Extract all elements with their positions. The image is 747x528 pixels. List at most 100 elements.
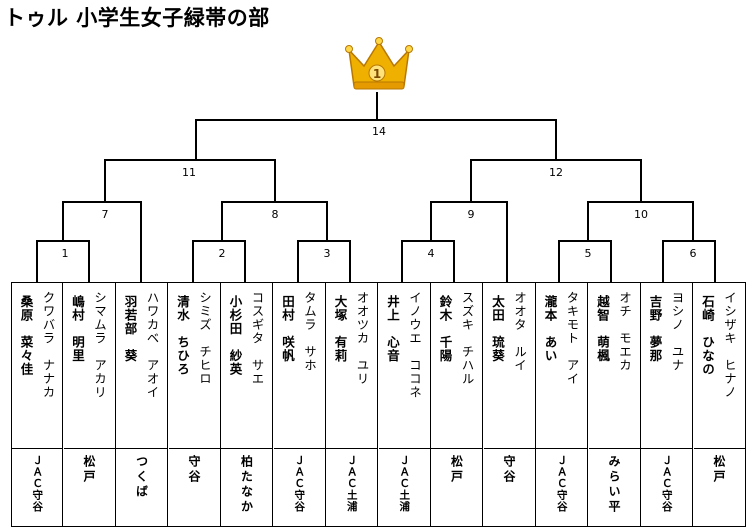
player-dojo: 守谷 [502, 455, 516, 485]
match-number: 11 [182, 166, 196, 179]
bracket-match-line [62, 201, 142, 283]
player-dojo: ＪＡＣ土浦 [398, 455, 411, 513]
player-name-kana: シミズ チヒロ [197, 291, 212, 386]
player-name-kanji: 太田 琉葵 [490, 295, 505, 363]
match-number: 10 [634, 208, 648, 221]
match-number: 7 [102, 208, 109, 221]
cell-divider [116, 448, 167, 449]
player-cell: イノウエ ココネ井上 心音 ＪＡＣ土浦 [378, 283, 431, 526]
player-dojo: 松戸 [449, 455, 464, 485]
bracket-match-line [558, 240, 612, 283]
player-name-kana: ハワカベ アオイ [144, 291, 160, 399]
cell-divider [12, 448, 62, 449]
cell-divider [326, 448, 377, 449]
player-cell: タムラ サホ田村 咲帆 ＪＡＣ守谷 [273, 283, 326, 526]
cell-divider [431, 448, 482, 449]
player-dojo: 松戸 [82, 455, 96, 485]
player-cell: タキモト アイ瀧本 あい ＪＡＣ守谷 [536, 283, 588, 526]
player-dojo: ＪＡＣ守谷 [293, 455, 306, 513]
bracket-match-line [192, 240, 246, 283]
player-dojo: 守谷 [187, 455, 201, 485]
player-name-kanji: 羽若部 葵 [122, 295, 138, 363]
player-name-kanji: 鈴木 千陽 [437, 295, 453, 363]
crown-jewel-center [375, 37, 383, 45]
player-cell: オオツカ ユリ大塚 有莉 ＪＡＣ土浦 [326, 283, 378, 526]
player-name-kana: オチ モエカ [617, 291, 632, 372]
player-cell: イシザキ ヒナノ石崎 ひなの松戸 [693, 283, 746, 526]
player-dojo: 柏たなか [239, 455, 254, 515]
player-cell: ヨシノ ユナ吉野 夢那 ＪＡＣ守谷 [641, 283, 693, 526]
bracket-match-line [297, 240, 351, 283]
champion-crown-icon: 1 [345, 37, 413, 90]
player-name-kana: タムラ サホ [302, 291, 317, 372]
page-title: トゥル 小学生女子緑帯の部 [4, 6, 270, 30]
player-dojo: ＪＡＣ守谷 [31, 455, 44, 513]
match-number: 4 [428, 247, 435, 260]
match-number: 14 [372, 125, 386, 138]
player-dojo: ＪＡＣ守谷 [660, 455, 673, 513]
player-name-kanji: 桑原 菜々佳 [18, 295, 34, 376]
player-name-kana: コスギタ サエ [249, 291, 265, 386]
match-number: 8 [272, 208, 279, 221]
match-number: 3 [324, 247, 331, 260]
cell-divider [221, 448, 272, 449]
player-name-kana: スズキ チハル [459, 291, 475, 386]
bracket-match-line [662, 240, 716, 283]
player-cell: スズキ チハル鈴木 千陽松戸 [431, 283, 483, 526]
player-name-kanji: 清水 ちひろ [175, 295, 190, 376]
player-dojo: 松戸 [712, 455, 726, 485]
player-name-kana: タキモト アイ [564, 291, 580, 386]
player-dojo: ＪＡＣ守谷 [555, 455, 568, 513]
player-name-kana: シマムラ アカリ [92, 291, 107, 399]
player-name-kanji: 嶋村 明里 [70, 295, 85, 363]
player-dojo: ＪＡＣ土浦 [345, 455, 358, 513]
match-number: 6 [690, 247, 697, 260]
crown-band [353, 81, 405, 90]
player-name-kanji: 大塚 有莉 [332, 295, 348, 363]
match-number: 1 [62, 247, 69, 260]
match-number: 12 [549, 166, 563, 179]
bracket-lines [36, 92, 716, 283]
cell-divider [641, 448, 692, 449]
player-name-kanji: 井上 心音 [385, 295, 400, 363]
player-name-kana: イノウエ ココネ [407, 291, 422, 399]
player-cell: ハワカベ アオイ羽若部 葵つくば [116, 283, 168, 526]
player-name-kanji: 吉野 夢那 [647, 295, 663, 363]
champion-rank: 1 [373, 67, 381, 81]
player-name-kanji: 越智 萌楓 [595, 295, 610, 363]
player-name-kana: ヨシノ ユナ [669, 291, 685, 372]
match-number: 2 [219, 247, 226, 260]
player-dojo: みらい平 [607, 455, 621, 515]
crown-jewel-right [405, 45, 413, 53]
player-cell: コスギタ サエ小杉田 紗英柏たなか [221, 283, 273, 526]
player-name-kana: オオツカ ユリ [354, 291, 370, 386]
player-name-kanji: 石崎 ひなの [700, 295, 715, 376]
player-cell: シマムラ アカリ嶋村 明里松戸 [63, 283, 116, 526]
cell-divider [168, 448, 220, 449]
bracket-match-line [430, 201, 508, 283]
player-name-kanji: 瀧本 あい [542, 295, 558, 363]
match-number: 9 [468, 208, 475, 221]
cell-divider [693, 448, 745, 449]
bracket-semifinal-line [104, 159, 276, 202]
crown-medal [368, 64, 386, 82]
player-cell: オオタ ルイ太田 琉葵守谷 [483, 283, 536, 526]
player-name-kana: クワバラ ナナカ [40, 291, 56, 399]
player-name-kanji: 田村 咲帆 [280, 295, 295, 363]
player-name-kana: オオタ ルイ [512, 291, 527, 372]
bracket-match-line [401, 240, 455, 283]
crown-jewel-left [345, 45, 353, 53]
crown-body [347, 40, 411, 87]
cell-divider [273, 448, 325, 449]
cell-divider [63, 448, 115, 449]
player-cell: クワバラ ナナカ桑原 菜々佳 ＪＡＣ守谷 [11, 283, 63, 526]
cell-divider [588, 448, 640, 449]
cell-divider [378, 448, 430, 449]
player-cell: シミズ チヒロ清水 ちひろ守谷 [168, 283, 221, 526]
player-name-kanji: 小杉田 紗英 [227, 295, 243, 376]
player-dojo: つくば [134, 455, 149, 500]
cell-divider [536, 448, 587, 449]
